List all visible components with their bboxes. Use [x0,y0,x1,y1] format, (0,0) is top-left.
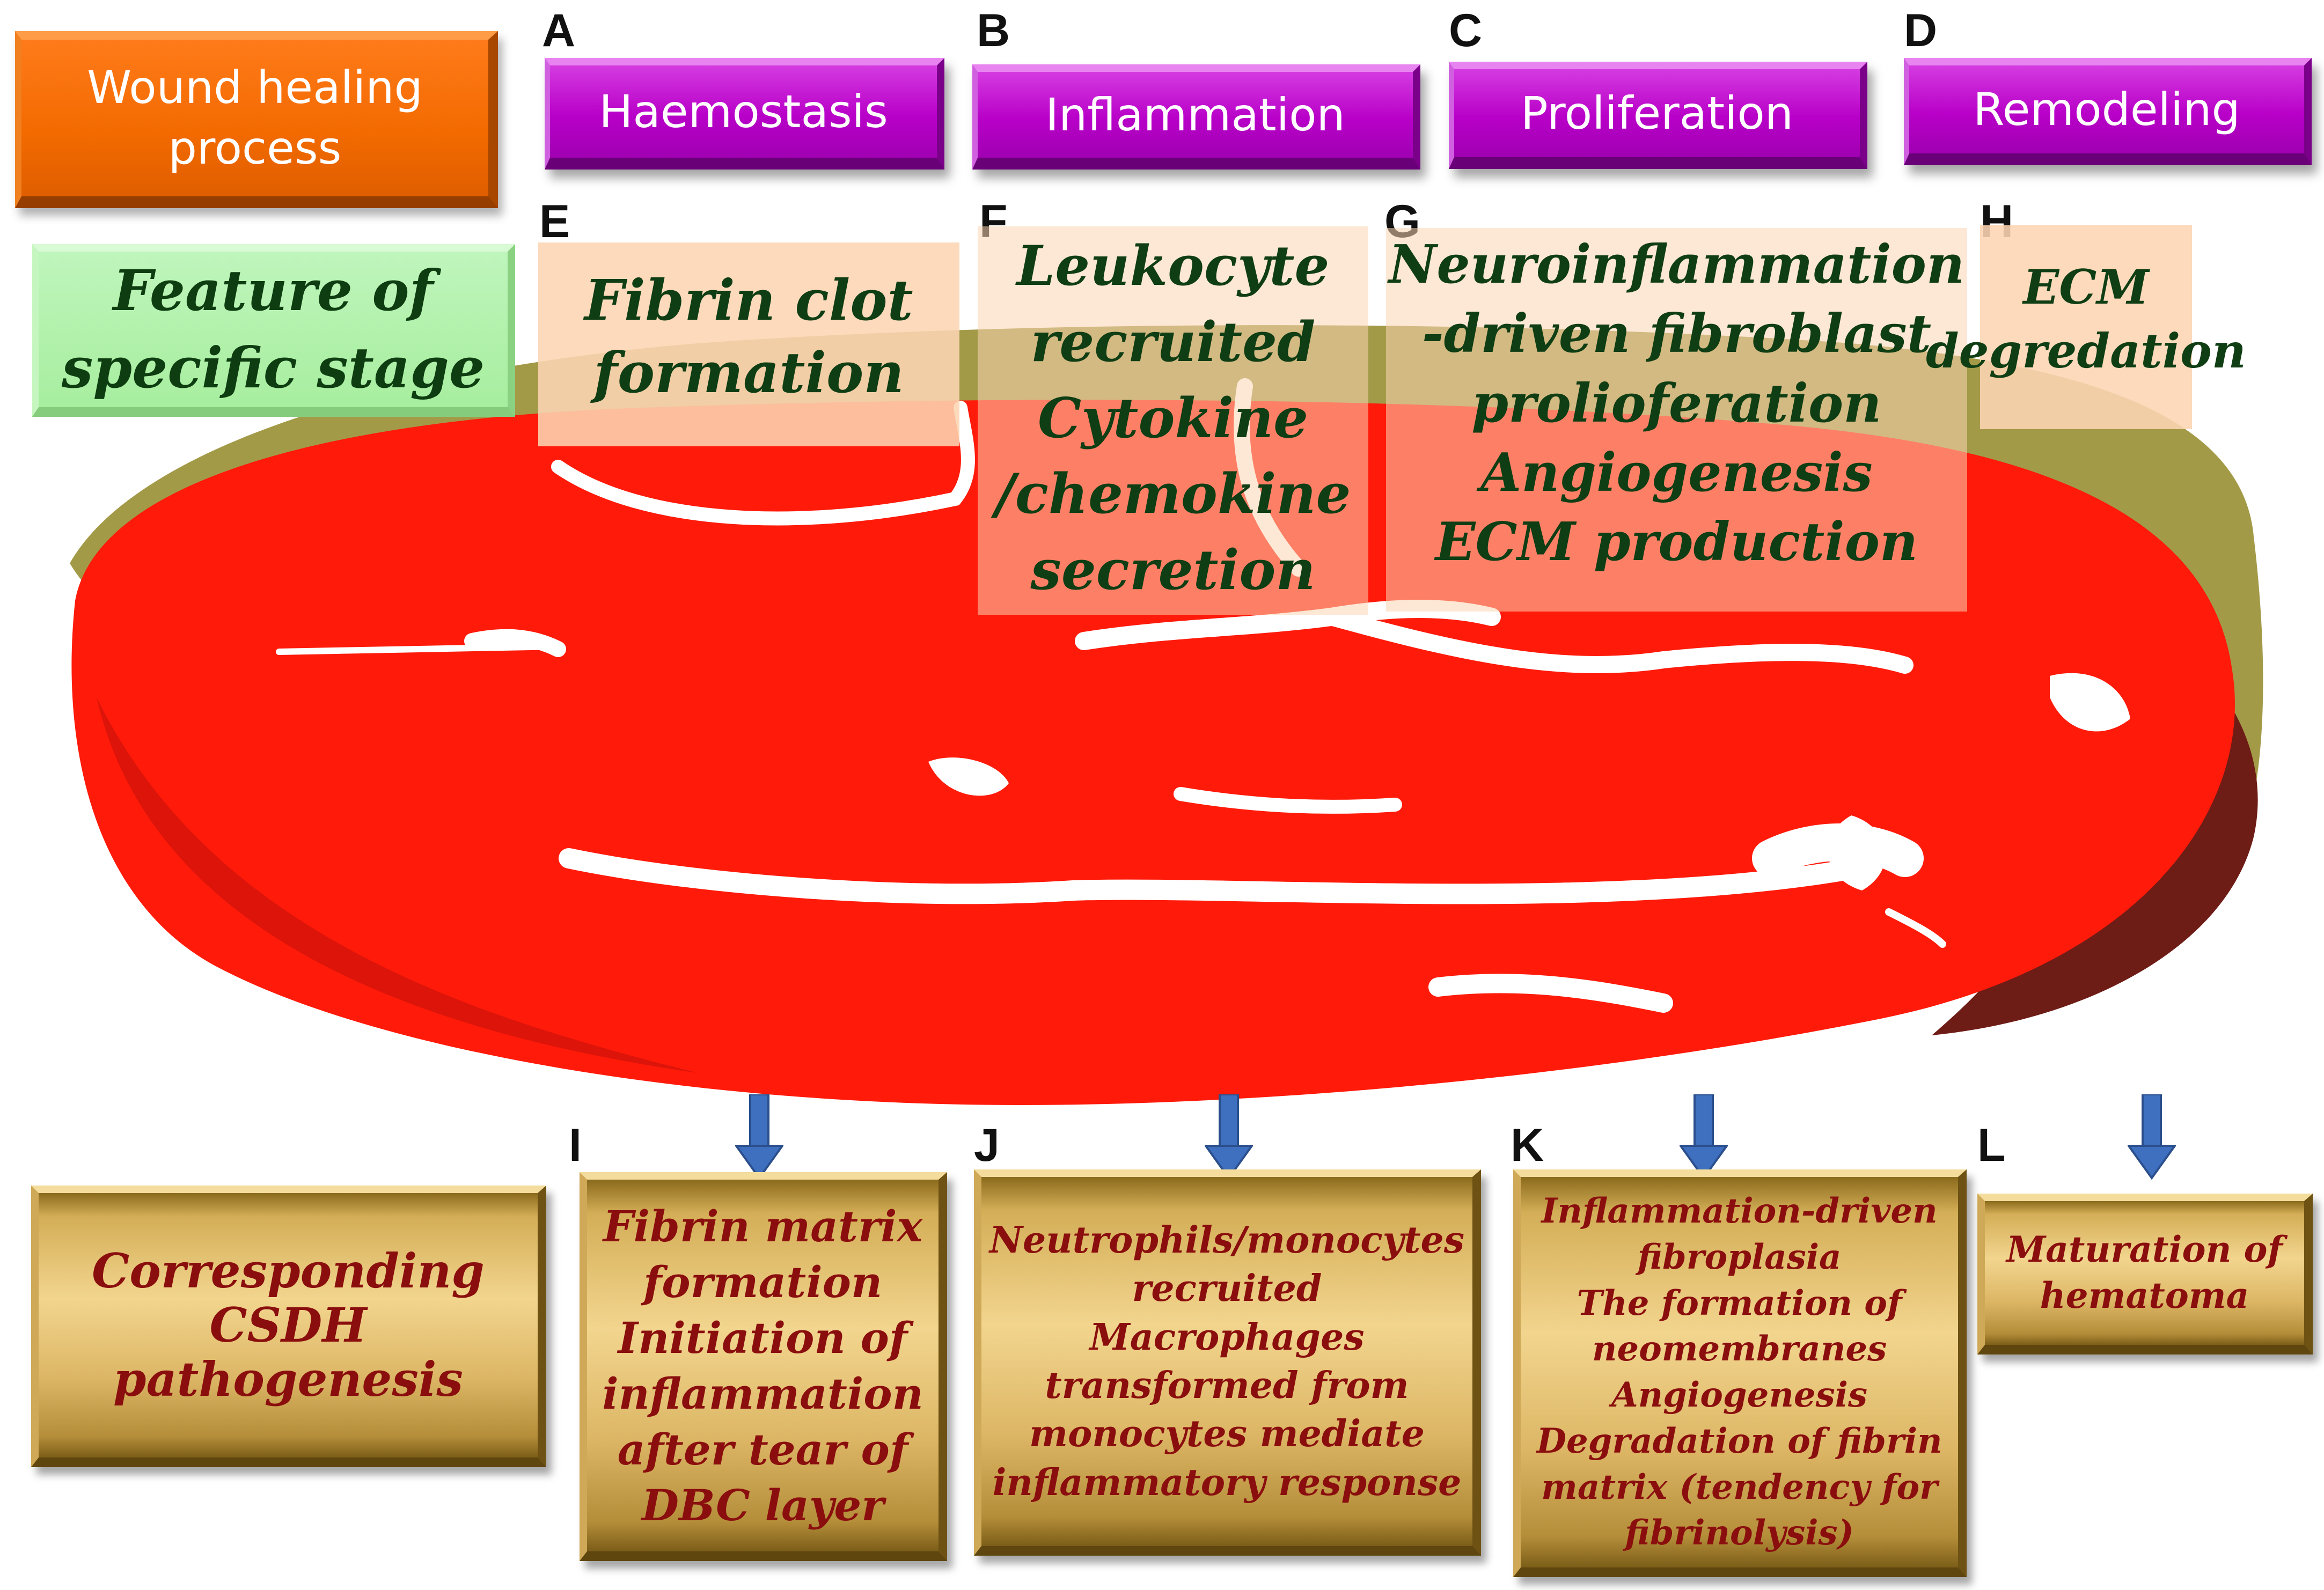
letter-b: B [977,5,1010,56]
stage-remodeling: Remodeling [1904,58,2312,165]
letter-a: A [542,5,576,56]
letter-k: K [1511,1120,1544,1171]
stage-label: Inflammation [1045,89,1345,141]
csdh-maturation: Maturation of hematoma [1977,1194,2313,1355]
csdh-fibrin-matrix: Fibrin matrix formation Initiation of in… [580,1172,947,1561]
stage-label: Remodeling [1973,83,2240,136]
letter-i: I [569,1120,582,1171]
feature-of-specific-stage: Feature of specific stage [32,244,515,417]
wound-healing-title: Wound healing process [15,31,498,208]
arrow-down-icon [2128,1094,2176,1180]
feature-neuroinflammation: Neuroinflammation -driven fibroblast pro… [1386,228,1967,612]
stage-haemostasis: Haemostasis [545,58,944,170]
stage-proliferation: Proliferation [1449,62,1867,169]
csdh-pathogenesis-label: Corresponding CSDH pathogenesis [31,1186,546,1467]
letter-c: C [1449,5,1483,56]
stage-label: Haemostasis [599,85,888,138]
feature-leukocyte-cytokine: Leukocyte recruited Cytokine /chemokine … [978,226,1368,615]
arrow-down-icon [1680,1094,1728,1180]
arrow-down-icon [735,1094,783,1180]
csdh-fibroplasia: Inflammation-driven fibroplasia The form… [1513,1169,1967,1577]
arrow-down-icon [1205,1094,1253,1180]
csdh-neutrophils: Neutrophils/monocytes recruited Macropha… [974,1169,1481,1556]
feature-ecm-degredation: ECM degredation [1926,225,2246,429]
stage-inflammation: Inflammation [972,64,1420,170]
stage-label: Proliferation [1520,87,1794,139]
letter-j: J [974,1120,1000,1171]
letter-d: D [1904,5,1938,56]
feature-fibrin-clot: Fibrin clot formation [538,242,959,446]
letter-l: L [1977,1120,2006,1171]
letter-e: E [539,196,570,247]
